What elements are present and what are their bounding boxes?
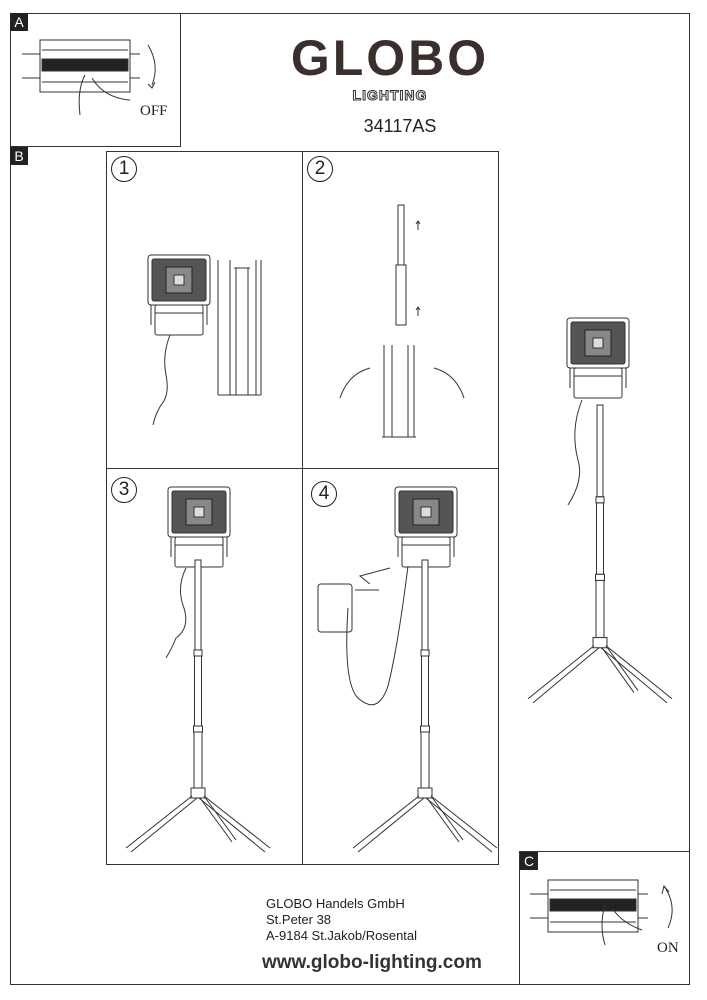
hand-icon [78,74,131,116]
power-cable [346,565,409,706]
tripod-extending [382,204,416,438]
section-a-label: A [10,13,28,31]
step-2-number: 2 [307,156,333,182]
brand-logo: GLOBO [290,30,490,86]
hand-icon [601,904,643,946]
plug-in-arrow-icon [358,567,391,585]
power-cable [567,399,583,506]
section-b-label: B [10,147,28,165]
arrow-up-icon [663,885,673,929]
company-city: A-9184 St.Jakob/Rosental [266,928,418,943]
power-cable [152,334,171,426]
spread-arrow-icon [339,367,465,399]
section-c-box [519,851,690,985]
company-street: St.Peter 38 [266,912,332,927]
website-link[interactable]: www.globo-lighting.com [262,952,482,973]
tripod-folded [217,260,262,396]
floodlight-step-4 [394,486,458,568]
arrow-up-icon [415,220,421,316]
arrow-down-icon [147,44,156,86]
on-label: ON [657,940,679,956]
company-name: GLOBO Handels GmbH [266,896,405,911]
brand-sub: LIGHTING [352,87,428,104]
section-a-box [10,13,181,147]
model-number: 34117AS [363,116,437,136]
company-address: GLOBO Handels GmbH St.Peter 38 A-9184 St… [266,896,417,944]
step-1-number: 1 [111,156,137,182]
outer-frame [10,13,690,985]
step-4-number: 4 [311,481,337,507]
power-cable [165,567,187,659]
off-label: OFF [140,103,168,119]
floodlight-step-3 [167,486,231,568]
section-c-label: C [520,852,538,870]
floodlight-unassembled [147,254,211,336]
step-4-panel [302,468,499,865]
floodlight-assembled [566,317,630,399]
wall-socket-icon [317,583,353,633]
step-3-number: 3 [111,477,137,503]
